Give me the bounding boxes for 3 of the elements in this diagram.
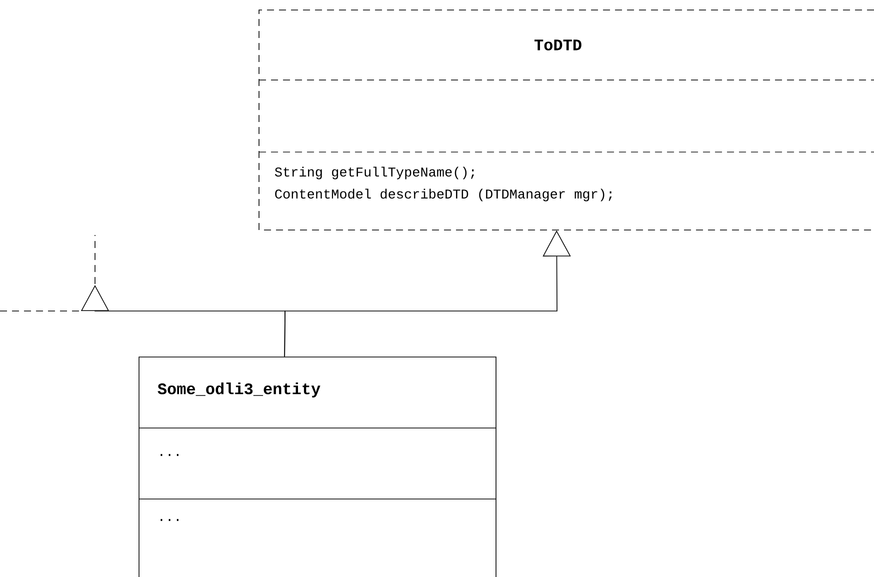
class-box: Some_odli3_entity ... ...: [138, 356, 496, 577]
class-box: ToDTD String getFullTypeName(); ContentModel describeDTD (DTDManager mgr);: [258, 10, 874, 230]
realization-arrow: [80, 285, 286, 357]
